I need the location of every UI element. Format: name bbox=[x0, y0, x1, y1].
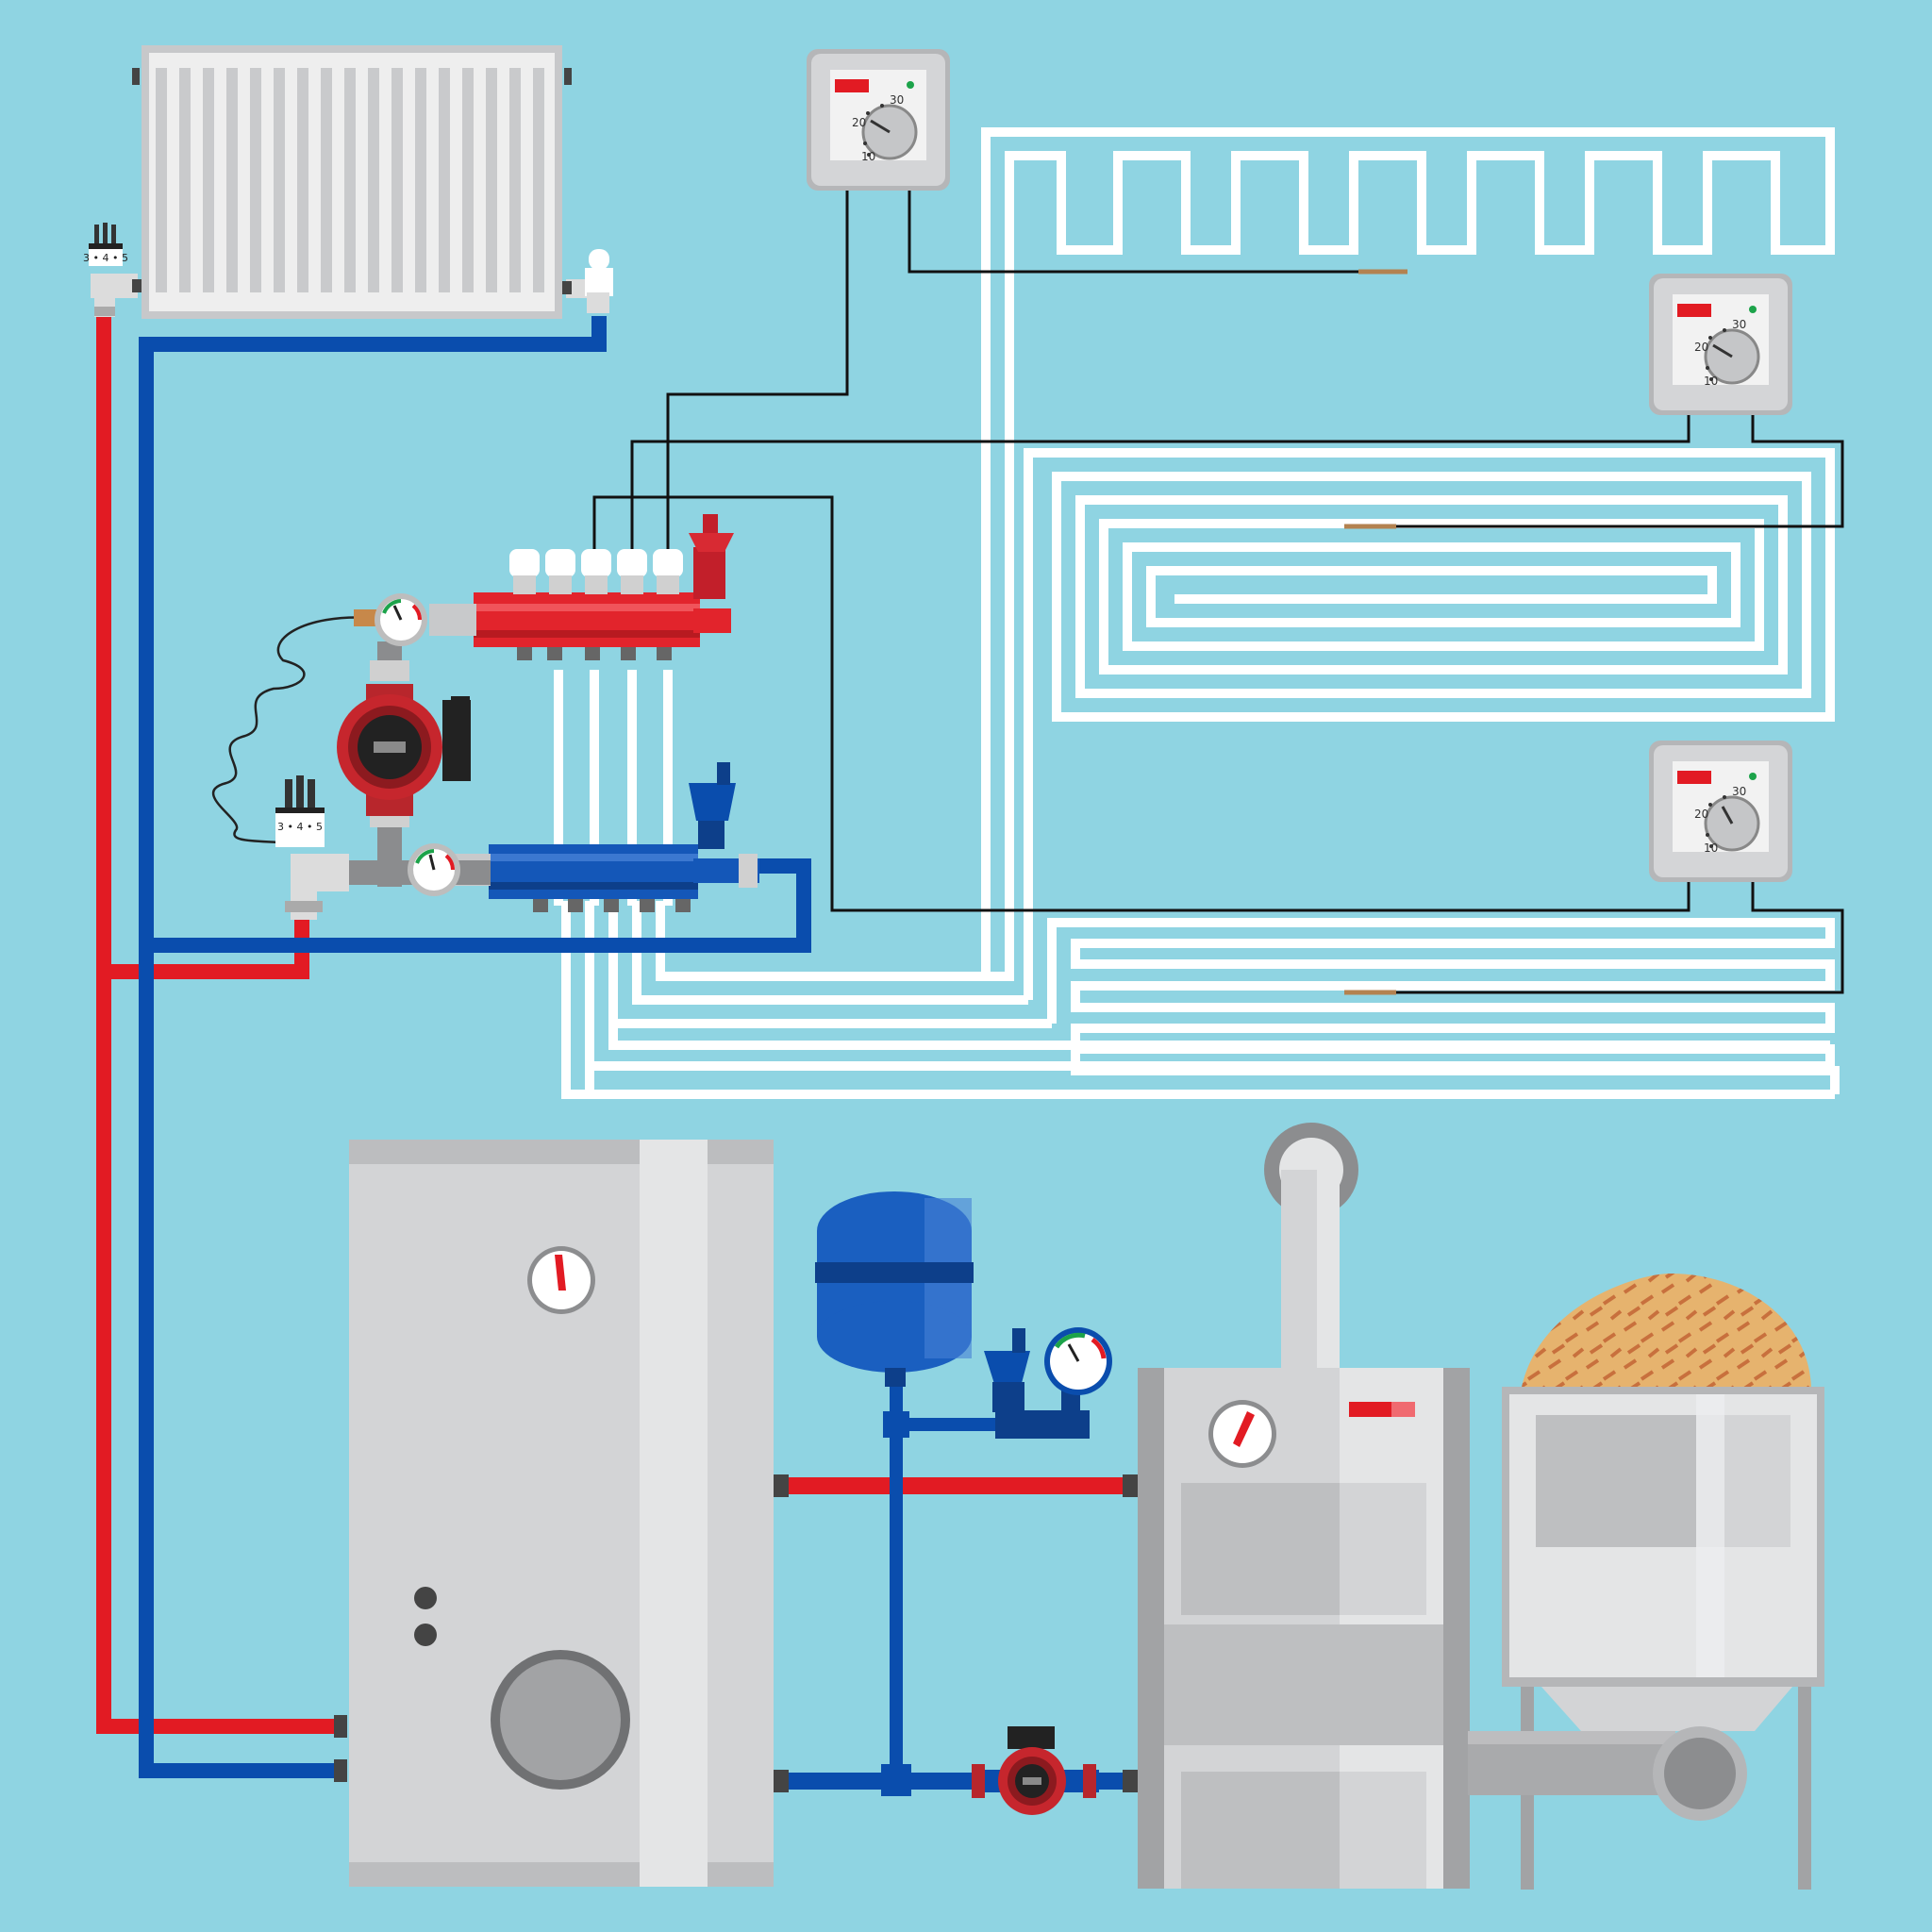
supply-manifold bbox=[429, 514, 734, 660]
floor-loop-top bbox=[656, 127, 1835, 981]
radiator-return-pipe bbox=[139, 316, 811, 1778]
svg-text:30: 30 bbox=[1732, 318, 1746, 331]
circulation-pump-icon bbox=[337, 684, 471, 816]
radiator-valve-right bbox=[562, 249, 613, 313]
pipe-connectors bbox=[334, 1411, 1138, 1796]
power-led bbox=[907, 81, 914, 89]
trv-scale-radiator: 3 • 4 • 5 bbox=[83, 252, 128, 264]
pellet-hopper-icon bbox=[1468, 1274, 1824, 1890]
actuator-heads bbox=[509, 549, 683, 577]
svg-text:10: 10 bbox=[1704, 841, 1718, 855]
display-indicator bbox=[835, 79, 869, 92]
thermostat-bottom[interactable]: 30 20 10 bbox=[1649, 741, 1792, 882]
air-vent-icon bbox=[689, 762, 736, 849]
svg-text:30: 30 bbox=[1732, 785, 1746, 798]
capillary-tube bbox=[211, 616, 374, 846]
pressure-gauge-icon bbox=[354, 593, 427, 646]
circulation-pump-icon bbox=[972, 1726, 1099, 1815]
svg-text:20: 20 bbox=[1694, 808, 1708, 821]
pressure-gauge-icon bbox=[408, 843, 460, 896]
return-manifold bbox=[453, 762, 759, 912]
svg-text:10: 10 bbox=[1704, 375, 1718, 388]
boiler-icon bbox=[1138, 1123, 1470, 1889]
radiator-supply-pipe bbox=[96, 311, 335, 1734]
power-led bbox=[1749, 773, 1757, 780]
svg-text:20: 20 bbox=[1694, 341, 1708, 354]
trv-scale-mixing: 3 • 4 • 5 bbox=[277, 821, 323, 833]
thermostat-middle[interactable]: 30 20 10 bbox=[1649, 274, 1792, 415]
power-led bbox=[1749, 306, 1757, 313]
safety-group bbox=[984, 1328, 1090, 1439]
storage-tank-icon bbox=[349, 1140, 774, 1887]
pressure-gauge-icon bbox=[1044, 1327, 1112, 1395]
expansion-vessel-icon bbox=[815, 1191, 974, 1387]
control-wiring bbox=[592, 189, 1844, 994]
svg-text:30: 30 bbox=[890, 93, 904, 107]
floor-sensors bbox=[1344, 269, 1407, 995]
svg-text:10: 10 bbox=[861, 150, 875, 163]
floor-loop-bottom bbox=[1047, 918, 1835, 1075]
air-vent-icon bbox=[689, 514, 734, 599]
thermostat-top[interactable]: 30 20 10 bbox=[807, 49, 950, 191]
radiator-valve-left: 3 • 4 • 5 bbox=[83, 223, 142, 317]
radiator bbox=[132, 45, 572, 319]
floor-loop-middle bbox=[1024, 448, 1835, 1000]
display-indicator bbox=[1677, 304, 1711, 317]
display-indicator bbox=[1677, 771, 1711, 784]
svg-text:20: 20 bbox=[852, 116, 866, 129]
